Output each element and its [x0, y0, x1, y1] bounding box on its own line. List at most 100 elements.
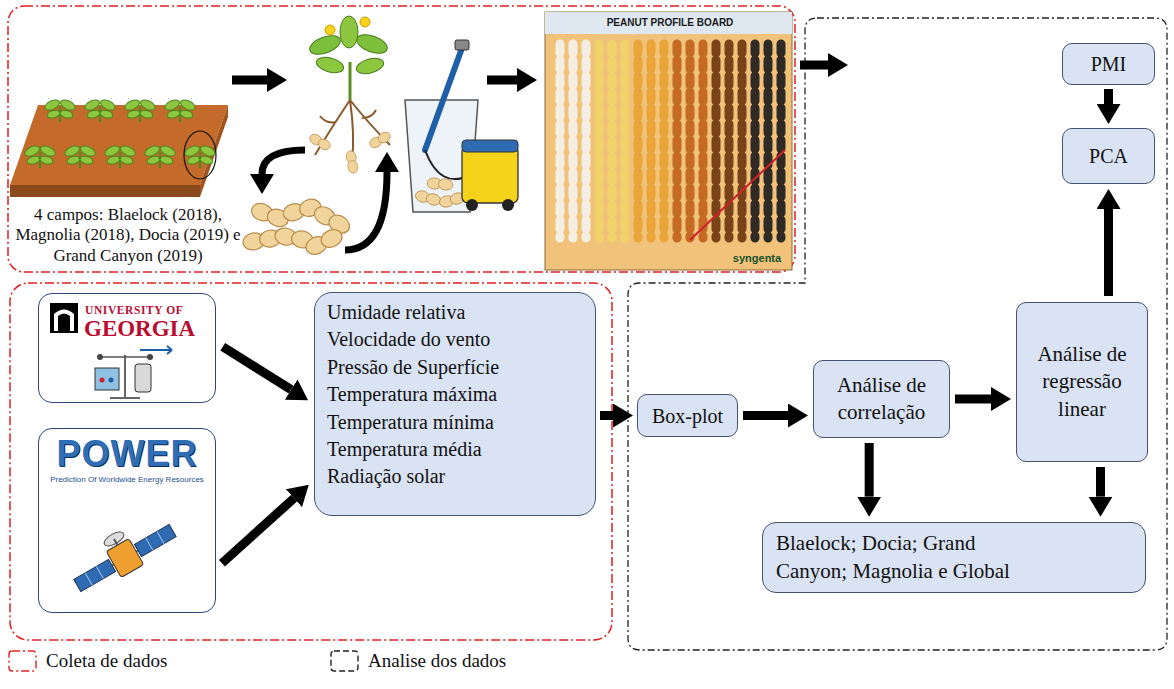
- flow-arrow: [600, 411, 613, 420]
- peanut-plant-part: [349, 62, 352, 100]
- board-title: PEANUT PROFILE BOARD: [565, 17, 775, 29]
- legend-swatch-shape: [331, 651, 358, 671]
- node-text: Blaelock; Docia; Grand Canyon; Magnolia …: [776, 529, 1034, 586]
- peanut-field-part: [83, 98, 116, 122]
- peanut-field-part: [10, 105, 228, 185]
- flow-arrow: [1104, 209, 1113, 296]
- process-box: Análise de regressão linear: [1016, 302, 1148, 462]
- legend-swatch: [8, 650, 37, 672]
- legend-text: Analise dos dados: [368, 650, 506, 672]
- washing-bucket-part: [414, 189, 442, 206]
- peanut-plant-part: [325, 25, 335, 35]
- peanut-plant-part: [355, 56, 386, 77]
- node-text: PCA: [1089, 143, 1128, 169]
- flow-arrow: [223, 347, 291, 390]
- process-box: PCA: [1062, 128, 1155, 184]
- node-text: Temperatura máxima: [327, 381, 497, 408]
- node-text: Box-plot: [652, 403, 723, 429]
- peanut-pile-part: [303, 226, 345, 257]
- flow-arrow: [1104, 89, 1113, 104]
- peanut-plant-part: [340, 16, 358, 48]
- weather-station-part: [110, 397, 140, 399]
- uga-logo-part: [54, 310, 74, 332]
- peanut-field-part: [10, 185, 200, 197]
- data-collection-region: [8, 6, 795, 640]
- node-text: Prediction Of Worldwide Energy Resources: [43, 475, 211, 485]
- peanut-profile-board-part: [634, 44, 643, 238]
- node-text: UNIVERSITY OF: [85, 303, 215, 317]
- peanut-plant: [307, 16, 392, 174]
- brand-name: syngenta: [726, 251, 788, 265]
- legend-item: Coleta de dados: [8, 650, 167, 672]
- uga-logo: [50, 303, 78, 333]
- legend-swatch: [330, 650, 359, 672]
- peanut-plant-part: [307, 32, 343, 58]
- washing-bucket: [405, 40, 518, 212]
- flow-arrow-part: [800, 61, 828, 70]
- peanut-profile-board-part: [660, 44, 669, 238]
- node-text: GEORGIA: [84, 317, 215, 340]
- peanut-profile-board-part: [777, 44, 786, 238]
- satellite-part: [134, 524, 176, 556]
- node-text: Velocidade do vento: [327, 326, 490, 353]
- washing-bucket-part: [462, 140, 518, 152]
- peanut-field-part: [163, 98, 196, 122]
- weather-station-part: [109, 378, 114, 383]
- weather-station-part: [124, 355, 126, 398]
- weather-station-part: [100, 356, 150, 358]
- peanut-profile-board-part: [595, 44, 604, 238]
- weather-station-part: [97, 354, 103, 360]
- peanut-pile: [242, 197, 353, 258]
- node-text: Temperatura média: [327, 436, 482, 463]
- peanut-profile-board-part: [556, 44, 565, 238]
- washing-bucket-part: [466, 199, 478, 211]
- peanut-profile-board-part: [608, 44, 617, 238]
- satellite-part: [114, 539, 118, 545]
- peanut-profile-board-part: [545, 12, 792, 34]
- weather-station-part: [135, 364, 151, 392]
- legend-swatch-shape: [9, 651, 36, 671]
- node-text: Pressão de Superfície: [327, 354, 499, 381]
- peanut-profile-board-part: [686, 44, 695, 238]
- peanut-profile-board-part: [582, 44, 591, 238]
- peanut-field-part: [183, 144, 216, 168]
- washing-bucket-part: [455, 40, 469, 50]
- peanut-plant-part: [368, 130, 392, 150]
- weather-station-part: [100, 378, 105, 383]
- result-box: Blaelock; Docia; Grand Canyon; Magnolia …: [762, 522, 1146, 593]
- source-logo-box: POWERPrediction Of Worldwide Energy Reso…: [38, 428, 216, 613]
- legend-item: Analise dos dados: [330, 650, 506, 672]
- data-collection-region-part: [10, 283, 612, 640]
- weather-station-part: [95, 368, 119, 390]
- peanut-profile-board-part: [738, 44, 747, 238]
- peanut-field: [10, 98, 228, 197]
- peanut-profile-board-part: [712, 44, 721, 238]
- peanut-profile-board-part: [673, 44, 682, 238]
- peanut-profile-board-part: [764, 44, 773, 238]
- satellite-part: [102, 529, 126, 549]
- peanut-field-part: [184, 131, 216, 179]
- variable-list-box: Umidade relativaVelocidade do ventoPress…: [314, 292, 596, 516]
- peanut-field-part: [63, 144, 96, 168]
- flow-arrow-part: [345, 172, 387, 250]
- peanut-field-part: [103, 144, 136, 168]
- peanut-plant-part: [315, 55, 346, 76]
- uga-logo-part: [50, 303, 78, 333]
- peanut-profile-board-part: [751, 44, 760, 238]
- node-text: PMI: [1091, 51, 1127, 77]
- legend-text: Coleta de dados: [46, 650, 167, 672]
- source-logo-box: UNIVERSITY OFGEORGIA: [38, 293, 216, 403]
- flow-arrow-part: [487, 76, 517, 85]
- satellite-part: [157, 531, 164, 543]
- peanut-profile-board-part: [569, 44, 578, 238]
- flow-arrow: [222, 498, 294, 563]
- peanut-profile-board: [545, 12, 792, 270]
- process-box: Análise de correlação: [813, 360, 950, 438]
- process-box: Box-plot: [637, 394, 738, 437]
- node-text: Análise de regressão linear: [1023, 341, 1141, 423]
- peanut-profile-board-part: [621, 44, 630, 238]
- satellite: [64, 507, 180, 598]
- flow-arrow: [1096, 467, 1105, 497]
- flow-arrow-part: [262, 150, 305, 174]
